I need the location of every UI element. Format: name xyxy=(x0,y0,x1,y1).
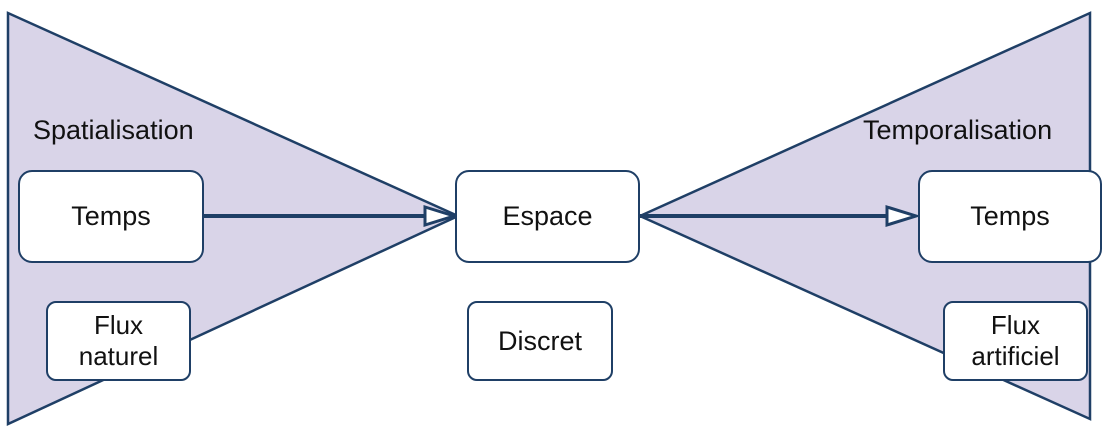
right-temps-box: Temps xyxy=(918,170,1102,263)
spatialisation-label: Spatialisation xyxy=(33,115,194,145)
espace-label: Espace xyxy=(502,201,593,231)
flux-naturel-box: Flux naturel xyxy=(46,301,191,381)
flux-artificiel-line2: artificiel xyxy=(971,341,1060,371)
flux-naturel-line1: Flux xyxy=(93,310,144,340)
right-temps-label: Temps xyxy=(970,201,1050,231)
left-temps-label: Temps xyxy=(71,201,151,231)
temporalisation-label: Temporalisation xyxy=(863,115,1053,145)
flux-artificiel-box: Flux artificiel xyxy=(943,301,1088,381)
espace-to-temps-arrow xyxy=(640,204,922,228)
flux-naturel-line2: naturel xyxy=(78,341,159,371)
temps-to-espace-arrow xyxy=(204,204,460,228)
espace-box: Espace xyxy=(455,170,640,263)
discret-label: Discret xyxy=(497,325,582,356)
left-temps-box: Temps xyxy=(18,170,204,263)
discret-box: Discret xyxy=(467,301,613,381)
flux-artificiel-line1: Flux xyxy=(990,310,1041,340)
